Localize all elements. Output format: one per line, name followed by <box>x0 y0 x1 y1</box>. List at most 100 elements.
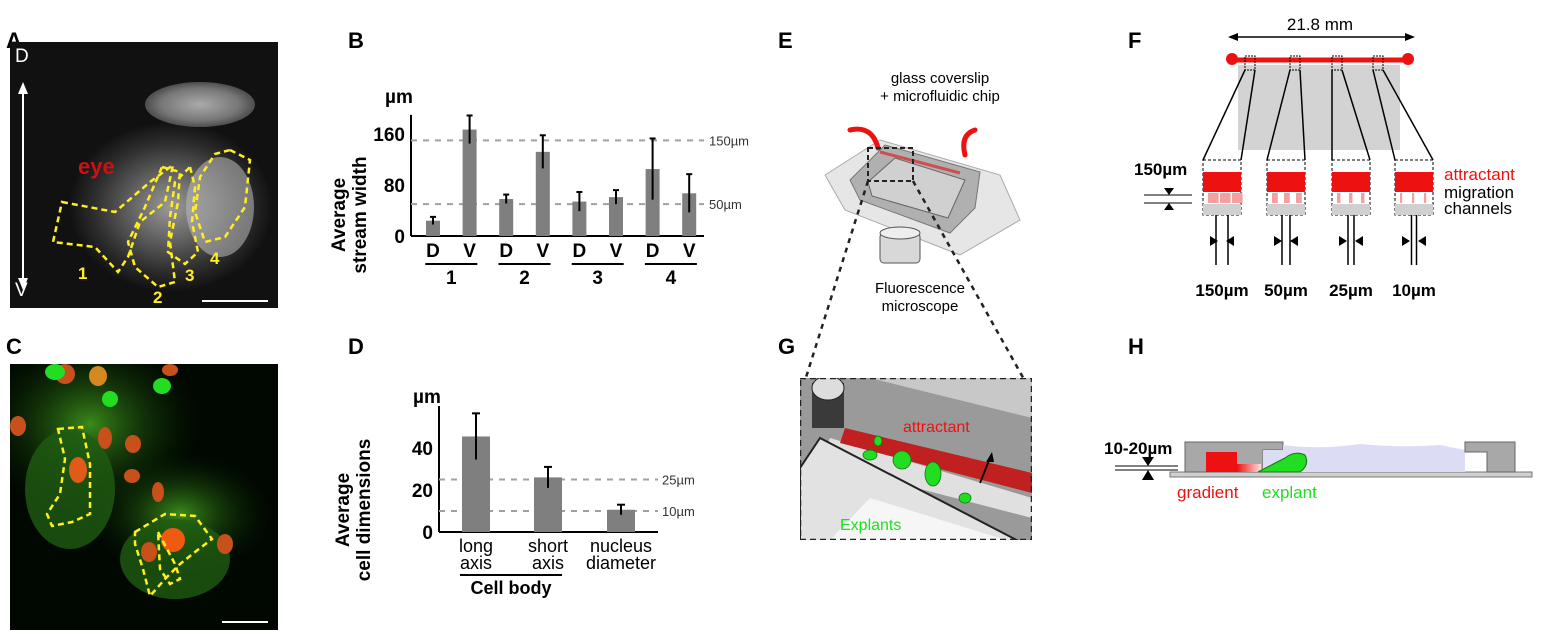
microscope-label-2: microscope <box>881 298 959 315</box>
coverslip-label-2: + microfluidic chip <box>880 88 1000 105</box>
panel-h-side-view: 10-20µm gradient explant <box>1104 439 1533 502</box>
cell-body-2 <box>120 519 230 599</box>
region-outline-4 <box>193 148 252 244</box>
panel-label-h: H <box>1128 334 1144 359</box>
gap-arrow-down-icon <box>1142 457 1154 466</box>
channel-width-label: 10µm <box>1392 281 1436 300</box>
region-label-3: 3 <box>185 266 195 285</box>
attractant-label: attractant <box>1444 165 1515 184</box>
migration-channel <box>1349 193 1353 203</box>
explant-band <box>1203 204 1241 215</box>
arrow-left-icon <box>1228 33 1238 41</box>
x-tick-label: D <box>499 241 513 262</box>
bar <box>535 151 550 236</box>
panel-c-micrograph <box>10 364 278 630</box>
migration-channel <box>1296 193 1302 203</box>
explant-label: explant <box>1262 483 1317 502</box>
nuclei <box>10 364 233 562</box>
width-arrow-left-icon <box>1355 236 1363 246</box>
panel-label-c: C <box>6 334 22 359</box>
migration-channel <box>1284 193 1290 203</box>
migration-channel <box>1272 193 1278 203</box>
migration-label-1: migration <box>1444 183 1514 202</box>
arrow-up-icon <box>18 82 28 94</box>
reference-line-label: 25µm <box>662 473 695 488</box>
explant-band <box>1332 204 1370 215</box>
region-label-4: 4 <box>210 249 220 268</box>
arrow-head-icon <box>986 452 994 462</box>
projection-line-left <box>800 180 870 391</box>
migration-arrow <box>979 457 991 484</box>
cell-outline-1 <box>45 425 92 528</box>
width-arrow-left-icon <box>1290 236 1298 246</box>
panel-label-e: E <box>778 28 793 53</box>
migration-channel <box>1220 193 1231 203</box>
explant-band <box>1395 204 1433 215</box>
dorsal-label: D <box>15 46 29 67</box>
panel-label-d: D <box>348 334 364 359</box>
taper-line <box>1202 69 1246 161</box>
gradient-label: gradient <box>1177 483 1239 502</box>
panel-g-closeup: attractant Explants <box>800 378 1032 540</box>
width-arrow-left-icon <box>1226 236 1234 246</box>
taper-line <box>1372 69 1396 161</box>
cell-outlines <box>45 425 214 599</box>
attractant-band <box>1203 172 1241 192</box>
unit-label: µm <box>385 87 413 108</box>
bar <box>499 199 514 236</box>
bar <box>607 509 635 532</box>
panel-label-b: B <box>348 28 364 53</box>
chip-wall <box>800 436 1019 540</box>
width-arrow-right-icon <box>1339 236 1347 246</box>
dorsal-cluster <box>145 82 255 127</box>
setup-illustration <box>800 126 1032 391</box>
gap-arrow-up-icon <box>1142 470 1154 480</box>
width-arrow-right-icon <box>1210 236 1218 246</box>
coverslip-floor <box>830 498 1032 540</box>
explants-label: Explants <box>840 517 901 534</box>
panel-a-overlay <box>18 82 268 302</box>
migration-channel <box>1232 193 1243 203</box>
migration-channel <box>1361 193 1365 203</box>
channel-port <box>1244 55 1256 71</box>
height-arrow-up-icon <box>1164 203 1174 210</box>
cell-outline-2 <box>133 512 214 599</box>
group-label: 1 <box>446 268 457 289</box>
reference-line-label: 150µm <box>709 133 749 148</box>
explants <box>862 435 972 504</box>
explant-band <box>1267 204 1305 215</box>
objective-lens <box>879 226 921 240</box>
panel-c-overlay <box>10 364 270 623</box>
gap-height-label: 10-20µm <box>1104 439 1172 458</box>
x-tick-label: axis <box>460 553 492 573</box>
coverslip <box>1169 471 1533 478</box>
y-axis-title-line1: Average <box>333 473 354 547</box>
x-tick-label: long <box>459 536 493 556</box>
region-label-1: 1 <box>78 264 88 283</box>
channel-width-label: 25µm <box>1329 281 1373 300</box>
reference-line-label: 50µm <box>709 197 742 212</box>
bar <box>645 169 660 236</box>
channel-port <box>1372 55 1384 71</box>
y-tick-label: 40 <box>412 439 433 460</box>
unit-label: µm <box>413 387 441 408</box>
channel-port <box>1289 55 1301 71</box>
width-label: 21.8 mm <box>1287 15 1353 34</box>
channel-width-label: 150µm <box>1195 281 1248 300</box>
arrow-down-icon <box>18 278 28 290</box>
tubing-right <box>961 127 978 158</box>
bar <box>609 197 623 236</box>
x-tick-label: diameter <box>586 553 656 573</box>
eye-label: eye <box>78 154 115 179</box>
chip-right-block <box>1464 441 1516 473</box>
taper-line <box>1299 69 1306 161</box>
attractant-band <box>1395 172 1433 192</box>
group-label: Cell body <box>470 578 551 598</box>
chip-footprint <box>1238 65 1400 150</box>
tubing-left <box>847 126 881 151</box>
x-tick-label: V <box>610 241 623 262</box>
migration-label-2: channels <box>1444 199 1512 218</box>
coverslip-label-1: glass coverslip <box>890 70 990 87</box>
y-tick-label: 0 <box>394 227 405 248</box>
